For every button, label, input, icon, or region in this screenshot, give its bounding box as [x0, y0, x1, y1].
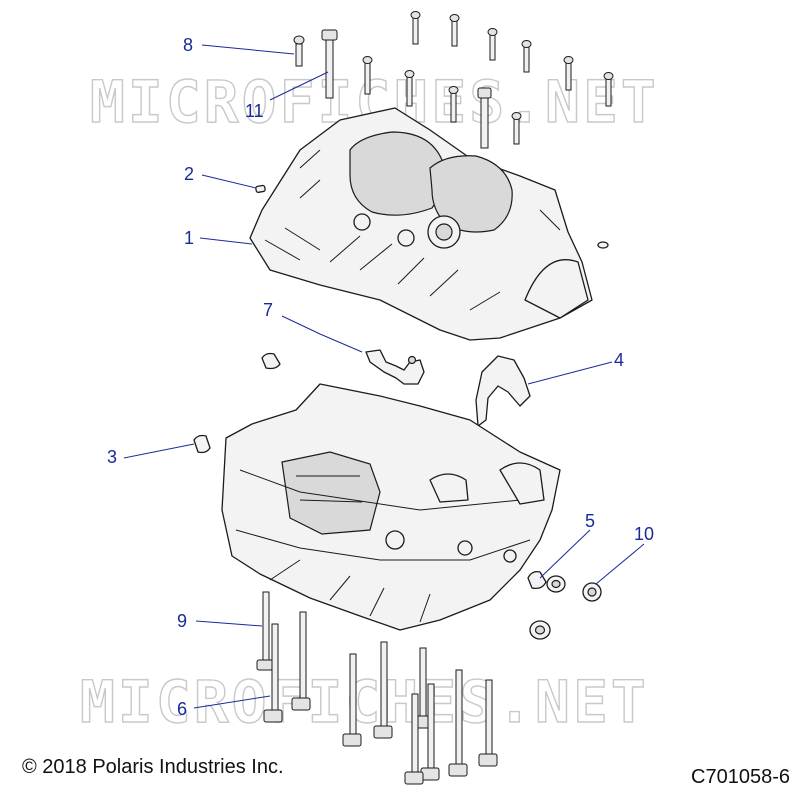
upper-crankcase-bolts	[293, 11, 614, 149]
bolt	[603, 72, 614, 107]
copyright-text: © 2018 Polaris Industries Inc.	[22, 756, 284, 778]
thrust-bearing-4	[475, 355, 531, 427]
callout-7: 7	[263, 300, 273, 320]
leader-lines	[123, 44, 645, 709]
o-ring-5	[527, 570, 547, 590]
diagram-code: C701058-6	[691, 766, 790, 788]
dowel-sleeve	[261, 352, 281, 370]
lower-crankcase-bolts	[256, 591, 498, 785]
bolt	[448, 669, 468, 777]
lower-crankcase	[221, 383, 561, 631]
bolt	[487, 28, 498, 61]
watermark-bottom: MICROFICHES.NET	[80, 668, 649, 736]
callout-5: 5	[585, 511, 595, 531]
callout-6: 6	[177, 699, 187, 719]
bolt	[404, 693, 424, 785]
bolt	[342, 653, 362, 747]
oil-jet-tube-7	[365, 349, 425, 385]
bolt-9	[256, 591, 274, 671]
bolt	[477, 87, 492, 149]
dowel-pin-2	[255, 184, 266, 193]
bolt	[448, 86, 459, 123]
bolt	[478, 679, 498, 767]
callout-4: 4	[614, 350, 624, 370]
callout-11: 11	[245, 101, 264, 121]
bolt-8	[293, 35, 305, 67]
bolt	[291, 611, 311, 711]
upper-crankcase	[249, 107, 593, 341]
bolt-6	[263, 623, 283, 723]
bolt	[449, 14, 460, 47]
bolt	[511, 112, 522, 145]
bolt	[410, 11, 421, 45]
bolt	[420, 683, 440, 781]
bolt	[404, 70, 415, 107]
bolt	[563, 56, 574, 91]
callout-9: 9	[177, 611, 187, 631]
dowel-pin	[597, 241, 609, 249]
callout-10: 10	[634, 524, 654, 544]
bolt	[362, 56, 373, 95]
dowel-sleeve-3	[193, 434, 211, 454]
bolt-11	[321, 29, 338, 99]
bolt	[521, 40, 532, 73]
callout-2: 2	[184, 164, 194, 184]
bolt	[373, 641, 393, 739]
callout-8: 8	[183, 35, 193, 55]
callout-1: 1	[184, 228, 194, 248]
callout-3: 3	[107, 447, 117, 467]
plug	[529, 620, 551, 640]
plug	[546, 575, 566, 593]
plug-10	[582, 582, 602, 602]
